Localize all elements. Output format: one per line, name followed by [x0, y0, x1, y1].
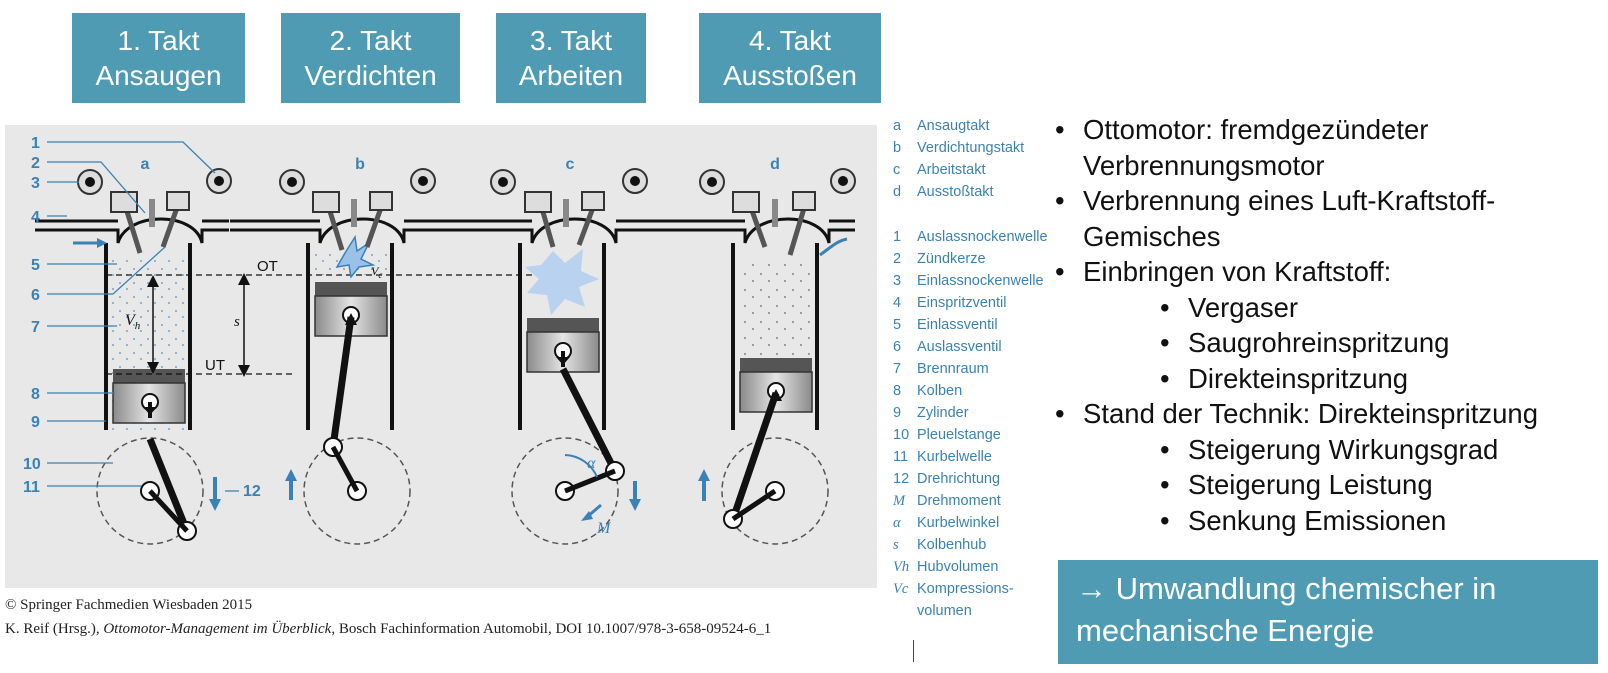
vh-label: Vh: [125, 312, 141, 332]
sub-bullet: Steigerung Leistung: [1055, 467, 1603, 503]
callout-1: 1: [31, 135, 40, 152]
legend-item: volumen: [917, 603, 972, 619]
panel-d-exhaust: [650, 168, 856, 545]
takt-box-2: 2. Takt Verdichten: [281, 13, 460, 103]
callout-5: 5: [31, 257, 40, 274]
callout-7: 7: [31, 319, 40, 336]
takt-number: 4. Takt: [749, 25, 831, 56]
bullet-verbrennung: Verbrennung eines Luft-Kraftstoff-Gemisc…: [1055, 183, 1603, 254]
takt-name: Verdichten: [304, 60, 437, 91]
takt-box-1: 1. Takt Ansaugen: [72, 13, 245, 103]
takt-name: Ansaugen: [95, 60, 222, 91]
callout-6: 6: [31, 287, 40, 304]
panel-b-compression: [230, 168, 440, 545]
credit-line-2: K. Reif (Hrsg.), Ottomotor-Management im…: [5, 621, 772, 637]
bullet-stand-der-technik: Stand der Technik: Direkteinspritzung: [1055, 396, 1603, 432]
alpha-label: α: [587, 455, 596, 472]
callout-10: 10: [23, 456, 41, 473]
takt-box-3: 3. Takt Arbeiten: [496, 13, 646, 103]
sub-bullet: Vergaser: [1055, 290, 1603, 326]
callout-11: 11: [23, 479, 40, 496]
vc-label: Vc: [371, 264, 382, 280]
credit-line-1: © Springer Fachmedien Wiesbaden 2015: [5, 597, 253, 613]
callout-12: 12: [243, 483, 261, 500]
callout-2: 2: [31, 155, 40, 172]
takt-name: Ausstoßen: [723, 60, 857, 91]
panel-c-power: [440, 168, 650, 545]
panel-letter-c: c: [566, 156, 575, 173]
panel-letter-a: a: [141, 156, 150, 173]
takt-box-4: 4. Takt Ausstoßen: [699, 13, 881, 103]
bullet-ottomotor: Ottomotor: fremdgezündeter Verbrennungsm…: [1055, 112, 1603, 183]
ot-label: OT: [257, 258, 278, 275]
bullet-list: Ottomotor: fremdgezündeter Verbrennungsm…: [1055, 112, 1603, 538]
takt-name: Arbeiten: [518, 60, 624, 91]
ut-label: UT: [205, 357, 225, 374]
bullet-einbringen: Einbringen von Kraftstoff:: [1055, 254, 1603, 290]
callouts: 1 2 3 4 5 6 7 8 9 10 11 12: [23, 135, 261, 500]
panel-letter-d: d: [770, 156, 780, 173]
callout-3: 3: [31, 175, 40, 192]
callout-8: 8: [31, 386, 40, 403]
callout-leaders: [47, 141, 239, 492]
takt-number: 1. Takt: [117, 25, 200, 56]
four-stroke-diagram: a Vh OT UT s b Vc: [5, 125, 877, 588]
callout-4: 4: [31, 209, 40, 226]
panel-letter-b: b: [355, 156, 365, 173]
s-label: s: [234, 314, 240, 330]
takt-number: 2. Takt: [329, 25, 412, 56]
sub-bullet: Senkung Emissionen: [1055, 503, 1603, 539]
sub-bullet: Saugrohreinspritzung: [1055, 325, 1603, 361]
conclusion-box: → Umwandlung chemischer in mechanische E…: [1058, 560, 1598, 664]
callout-9: 9: [31, 414, 40, 431]
divider-line: [913, 640, 914, 662]
m-label: M: [596, 520, 612, 537]
sub-bullet: Steigerung Wirkungsgrad: [1055, 432, 1603, 468]
sub-bullet: Direkteinspritzung: [1055, 361, 1603, 397]
takt-number: 3. Takt: [530, 25, 612, 56]
